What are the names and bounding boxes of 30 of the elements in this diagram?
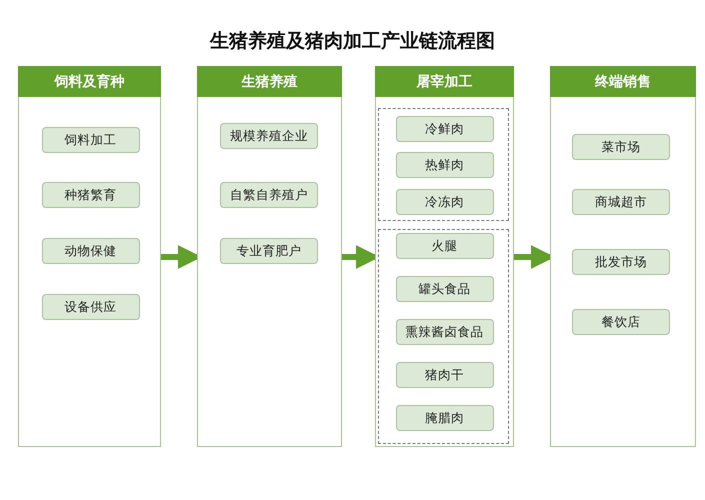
item-box: 腌腊肉 <box>396 405 494 431</box>
item-box: 设备供应 <box>42 294 140 320</box>
item-box: 专业育肥户 <box>220 238 318 264</box>
column-header: 饲料及育种 <box>18 66 161 97</box>
column-header: 终端销售 <box>550 66 696 97</box>
item-box: 冷冻肉 <box>396 189 494 215</box>
item-box: 餐饮店 <box>572 309 670 335</box>
column-header: 屠宰加工 <box>375 66 514 97</box>
column-panel <box>375 66 514 447</box>
column-panel <box>550 66 696 447</box>
column-panel <box>18 66 161 447</box>
item-box: 冷鲜肉 <box>396 116 494 142</box>
column-panel <box>197 66 342 447</box>
item-box: 种猪繁育 <box>42 182 140 208</box>
dashed-group-box <box>378 108 509 221</box>
title: 生猪养殖及猪肉加工产业链流程图 <box>208 30 496 54</box>
item-box: 自繁自养殖户 <box>220 182 318 208</box>
item-box: 熏辣酱卤食品 <box>396 319 494 345</box>
item-box: 罐头食品 <box>396 276 494 302</box>
item-box: 火腿 <box>396 233 494 259</box>
item-box: 饲料加工 <box>42 127 140 153</box>
item-box: 热鲜肉 <box>396 152 494 178</box>
item-box: 猪肉干 <box>396 362 494 388</box>
item-box: 商城超市 <box>572 189 670 215</box>
dashed-group-box <box>378 229 509 444</box>
item-box: 动物保健 <box>42 238 140 264</box>
item-box: 菜市场 <box>572 134 670 160</box>
item-box: 批发市场 <box>572 249 670 275</box>
item-box: 规模养殖企业 <box>220 123 318 149</box>
column-header: 生猪养殖 <box>197 66 342 97</box>
